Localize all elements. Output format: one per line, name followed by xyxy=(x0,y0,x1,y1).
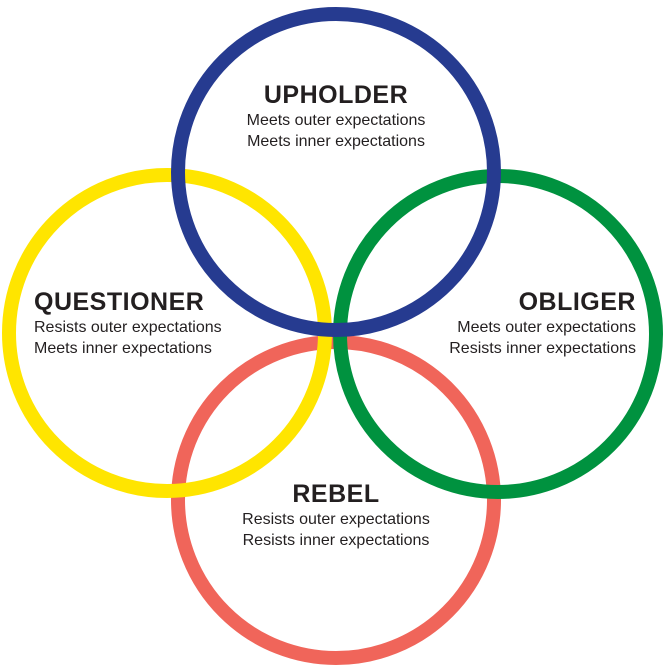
questioner-label: QUESTIONER Resists outer expectations Me… xyxy=(34,287,274,359)
rebel-outer: Resists outer expectations xyxy=(242,511,430,528)
questioner-outer: Resists outer expectations xyxy=(34,319,222,336)
questioner-inner: Meets inner expectations xyxy=(34,340,212,357)
obliger-inner: Resists inner expectations xyxy=(449,340,636,357)
obliger-title: OBLIGER xyxy=(518,288,636,316)
obliger-label: OBLIGER Meets outer expectations Resists… xyxy=(396,287,636,359)
rebel-title: REBEL xyxy=(292,480,380,508)
upholder-label: UPHOLDER Meets outer expectations Meets … xyxy=(206,80,466,152)
rebel-label: REBEL Resists outer expectations Resists… xyxy=(206,479,466,551)
upholder-outer: Meets outer expectations xyxy=(246,112,426,129)
upholder-circle xyxy=(171,7,501,337)
questioner-title: QUESTIONER xyxy=(34,288,205,316)
obliger-outer: Meets outer expectations xyxy=(457,319,636,336)
upholder-title: UPHOLDER xyxy=(263,81,409,109)
upholder-inner: Meets inner expectations xyxy=(247,133,425,150)
rebel-inner: Resists inner expectations xyxy=(242,532,430,549)
